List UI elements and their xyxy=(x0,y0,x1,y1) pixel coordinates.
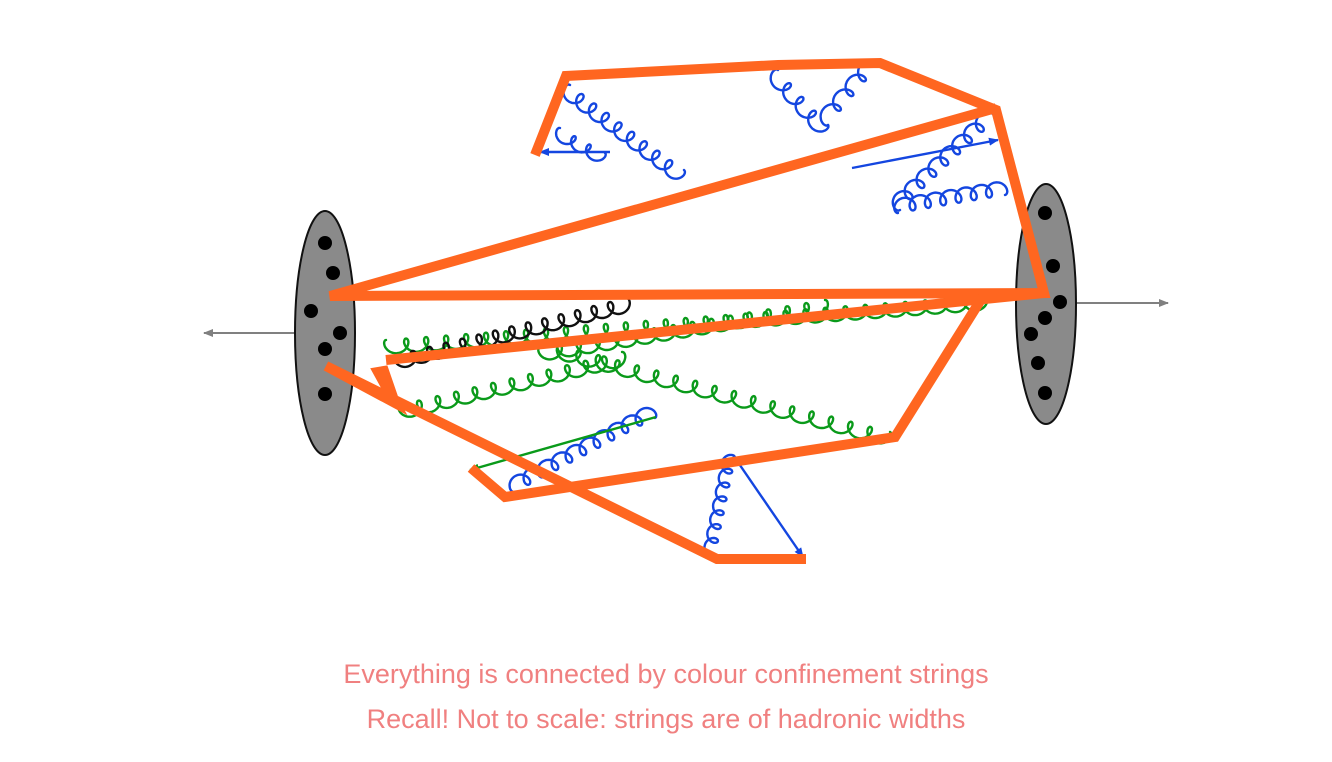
gluon-blue-right-a xyxy=(891,111,997,212)
gluon-blue-top-a xyxy=(562,83,687,180)
proton-left xyxy=(294,210,356,456)
gluon-blue-top-d xyxy=(819,58,880,127)
quark-line-blue-right xyxy=(851,137,999,170)
quark-line-blue-lower xyxy=(732,454,804,558)
gluon-green-lower xyxy=(397,350,627,418)
colour-string-group xyxy=(323,57,1051,564)
colour-string-upper xyxy=(328,57,1051,301)
colour-string-middle xyxy=(385,288,1045,503)
gluon-blue-top-b xyxy=(554,126,607,162)
caption-line-1: Everything is connected by colour confin… xyxy=(343,659,989,689)
colour-string-lower xyxy=(323,361,806,564)
gluon-green-long xyxy=(382,294,989,355)
gluon-blue-top-c xyxy=(769,68,830,133)
gluon-green-diag xyxy=(555,343,893,445)
gluon-blue-lower-b xyxy=(703,453,737,558)
quark-line-group xyxy=(469,137,999,558)
gluon-blue-right-b xyxy=(893,181,1009,215)
caption-line-2: Recall! Not to scale: strings are of had… xyxy=(366,704,966,734)
quark-line-green xyxy=(469,415,657,472)
